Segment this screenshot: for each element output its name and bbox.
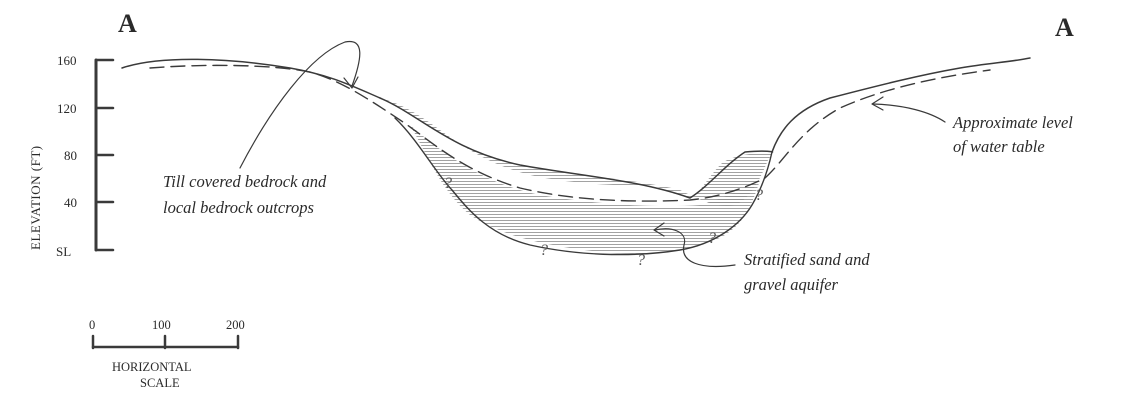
uncertain-marker: ? xyxy=(540,242,548,259)
water-table-annotation: Approximate level of water table xyxy=(952,113,1073,156)
elevation-tick-40: 40 xyxy=(64,195,77,210)
elevation-axis: 160 120 80 40 SL ELEVATION (FT) xyxy=(28,53,113,259)
till-annotation: Till covered bedrock and local bedrock o… xyxy=(163,172,327,217)
elevation-tick-80: 80 xyxy=(64,148,77,163)
scale-tick-0: 0 xyxy=(89,318,95,332)
till-annotation-line1: Till covered bedrock and xyxy=(163,172,327,191)
till-leader-line xyxy=(240,41,360,168)
uncertain-marker: ? xyxy=(708,230,716,247)
scale-tick-200: 200 xyxy=(226,318,245,332)
uncertain-marker: ? xyxy=(444,175,452,192)
scale-tick-100: 100 xyxy=(152,318,171,332)
section-label-right: A xyxy=(1055,13,1074,42)
water-table-annotation-line1: Approximate level xyxy=(952,113,1073,132)
elevation-tick-160: 160 xyxy=(57,53,77,68)
scale-title-line1: HORIZONTAL xyxy=(112,360,192,374)
water-table-annotation-line2: of water table xyxy=(953,137,1045,156)
horizontal-scale: 0 100 200 HORIZONTAL SCALE xyxy=(89,318,245,390)
uncertain-marker: ? xyxy=(637,252,645,269)
section-label-left: A xyxy=(118,9,137,38)
scale-title-line2: SCALE xyxy=(140,376,180,390)
till-annotation-line2: local bedrock outcrops xyxy=(163,198,314,217)
water-table-leader-line xyxy=(873,104,945,122)
elevation-axis-title: ELEVATION (FT) xyxy=(28,145,43,250)
uncertain-marker: ? xyxy=(755,187,763,204)
aquifer-annotation-line1: Stratified sand and xyxy=(744,250,870,269)
aquifer-annotation: Stratified sand and gravel aquifer xyxy=(744,250,870,294)
water-table-leader-arrowhead xyxy=(872,97,883,110)
elevation-tick-sl: SL xyxy=(56,244,71,259)
elevation-tick-120: 120 xyxy=(57,101,77,116)
aquifer-annotation-line2: gravel aquifer xyxy=(744,275,839,294)
